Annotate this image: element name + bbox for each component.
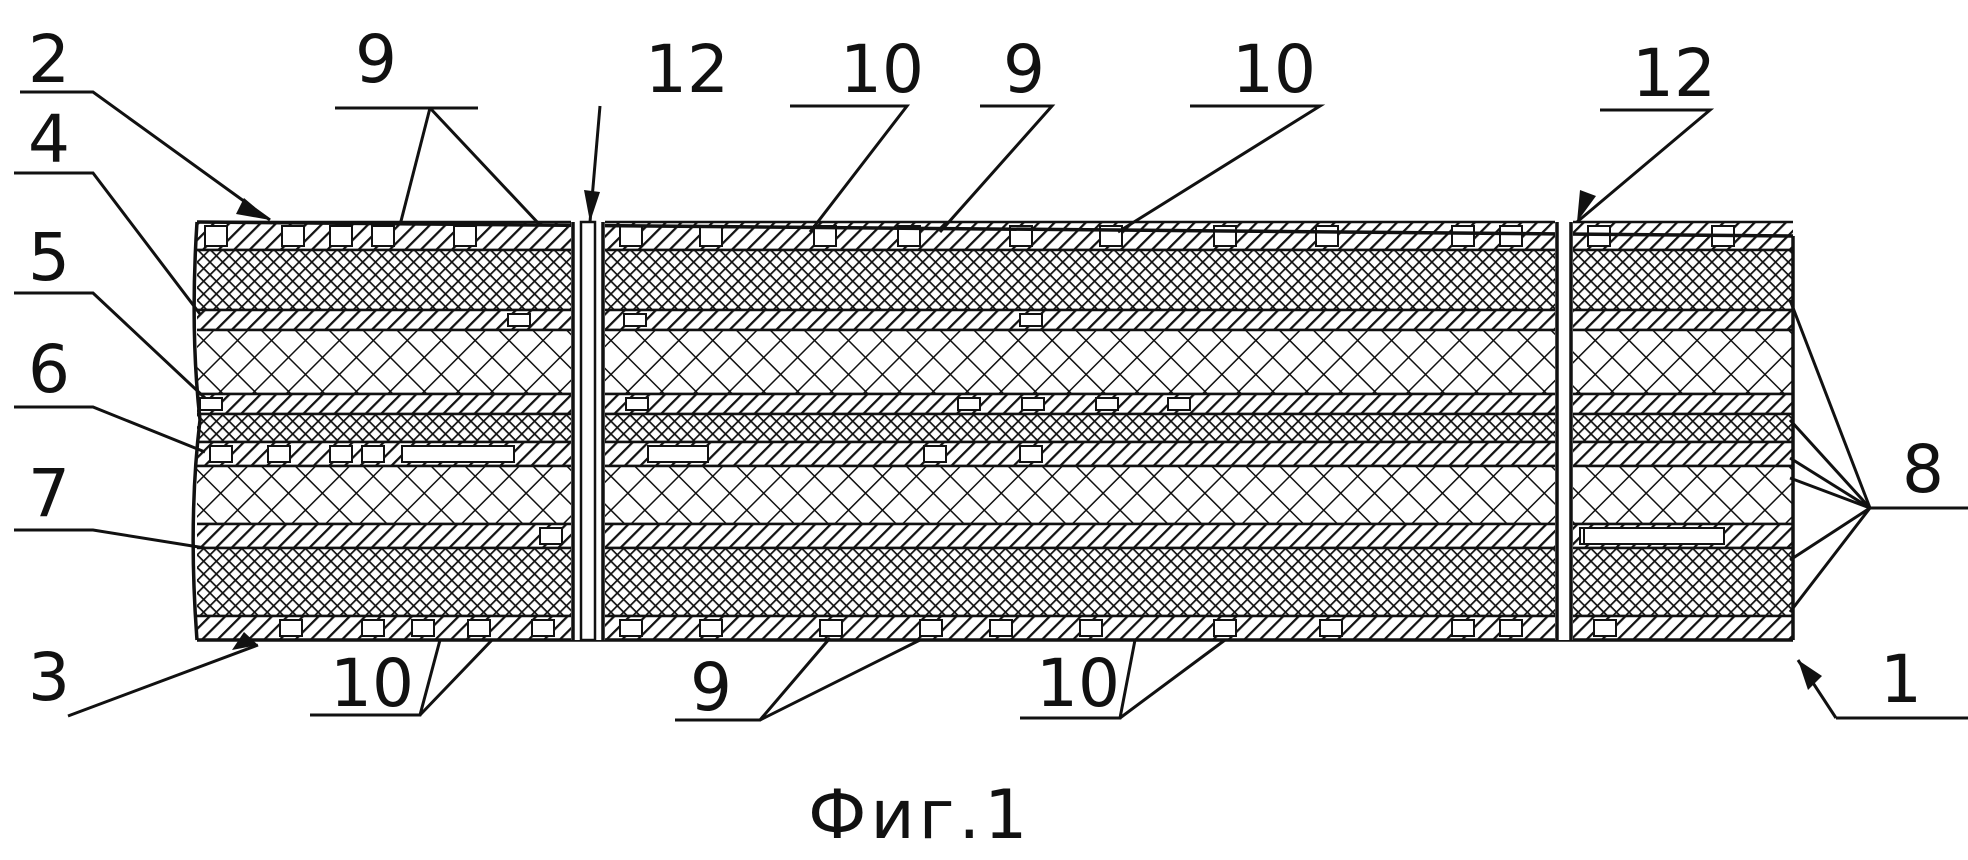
label-10-bottom-mid: 10 xyxy=(1036,645,1120,722)
label-2: 2 xyxy=(28,21,70,98)
label-10-bottom-left: 10 xyxy=(330,645,414,722)
label-5: 5 xyxy=(28,219,70,296)
label-10-top-a: 10 xyxy=(840,31,924,108)
label-12-right: 12 xyxy=(1632,35,1716,112)
label-6: 6 xyxy=(28,331,70,408)
label-12-left: 12 xyxy=(645,31,729,108)
label-4: 4 xyxy=(28,101,70,178)
label-10-top-b: 10 xyxy=(1232,31,1316,108)
label-3: 3 xyxy=(28,639,70,716)
label-9-bottom: 9 xyxy=(690,649,732,726)
figure-caption: Фиг.1 xyxy=(808,776,1031,855)
label-9-top-left: 9 xyxy=(355,21,397,98)
label-9-top-mid: 9 xyxy=(1003,31,1045,108)
label-1: 1 xyxy=(1880,641,1922,718)
laminate-cross-section xyxy=(150,222,1850,640)
label-8: 8 xyxy=(1902,431,1944,508)
label-7: 7 xyxy=(28,455,70,532)
